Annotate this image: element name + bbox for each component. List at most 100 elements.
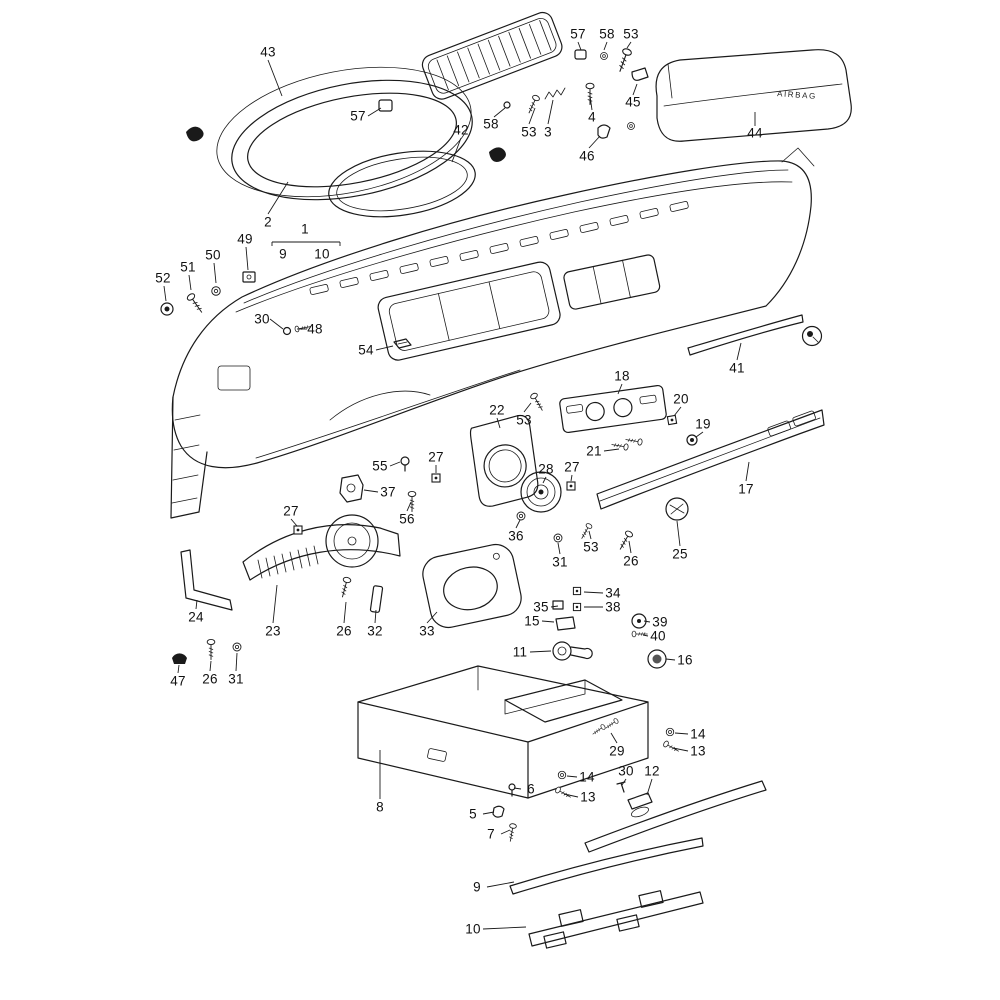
washer-36 <box>516 511 526 521</box>
part-label-31-59: 31 <box>228 671 244 687</box>
part-label-13-61: 13 <box>690 743 706 759</box>
side-vent-22 <box>469 414 539 507</box>
grommet-glyph <box>186 126 204 142</box>
part-label-57-0: 57 <box>570 26 586 42</box>
part-label-40-54: 40 <box>650 628 666 644</box>
part-label-13-67: 13 <box>580 789 596 805</box>
clip-27 <box>566 481 576 491</box>
part-label-34-44: 34 <box>605 585 621 601</box>
top-fasteners <box>378 47 649 139</box>
part-label-30-63: 30 <box>618 763 634 779</box>
part-label-17-35: 17 <box>738 481 754 497</box>
part-label-46-12: 46 <box>579 148 595 164</box>
switch-bezel-18 <box>559 384 698 451</box>
part-label-53-2: 53 <box>623 26 639 42</box>
part-label-10-17: 10 <box>314 246 330 262</box>
part-label-12-64: 12 <box>644 763 660 779</box>
grommet-glyph <box>489 147 506 162</box>
part-label-49-15: 49 <box>237 231 253 247</box>
part-label-39-49: 39 <box>652 614 668 630</box>
part-label-38-46: 38 <box>605 599 621 615</box>
part-label-52-20: 52 <box>155 270 171 286</box>
centre-vent-opening <box>563 254 661 310</box>
leader-lines <box>163 41 756 930</box>
glovebox-fasteners <box>492 717 681 843</box>
airbag-module <box>655 49 852 142</box>
part-label-56-38: 56 <box>399 511 415 527</box>
part-label-28-34: 28 <box>538 461 554 477</box>
part-label-1-14: 1 <box>301 221 309 237</box>
part-label-11-55: 11 <box>512 644 528 660</box>
instrument-surround-ring <box>186 66 473 201</box>
glove-box-8 <box>357 665 649 799</box>
part-label-18-25: 18 <box>614 368 630 384</box>
glovebox-lid-strip <box>584 780 767 853</box>
part-label-29-62: 29 <box>609 743 625 759</box>
side-trim-24 <box>180 549 233 611</box>
dashboard-body <box>170 147 815 519</box>
part-label-50-18: 50 <box>205 247 221 263</box>
part-label-58-1: 58 <box>599 26 615 42</box>
part-label-44-11: 44 <box>747 125 763 141</box>
part-label-32-52: 32 <box>367 623 383 639</box>
part-label-30-21: 30 <box>254 311 270 327</box>
part-label-25-41: 25 <box>672 546 688 562</box>
lower-panel-23 <box>242 514 401 581</box>
part-label-9-71: 9 <box>473 879 481 895</box>
part-label-53-28: 53 <box>516 412 532 428</box>
part-label-58-7: 58 <box>483 116 499 132</box>
bottom-left-fasteners <box>172 576 384 664</box>
part-label-48-22: 48 <box>307 321 323 337</box>
group-bracket-1 <box>271 241 341 246</box>
part-label-45-4: 45 <box>625 94 641 110</box>
speaker-28 <box>520 471 562 513</box>
left-pillar-section <box>170 365 251 519</box>
part-label-10-72: 10 <box>465 921 481 937</box>
part-label-31-43: 31 <box>552 554 568 570</box>
bracket-37 <box>339 474 364 503</box>
mounting-bracket-10 <box>528 890 704 949</box>
part-label-26-51: 26 <box>336 623 352 639</box>
part-label-27-33: 27 <box>564 459 580 475</box>
part-label-37-36: 37 <box>380 484 396 500</box>
defroster-grille <box>421 11 563 100</box>
part-label-42-8: 42 <box>453 122 469 138</box>
part-label-35-45: 35 <box>533 599 549 615</box>
part-label-41-24: 41 <box>729 360 745 376</box>
part-label-14-65: 14 <box>579 769 595 785</box>
clip-27 <box>293 525 303 535</box>
part-label-6-66: 6 <box>527 781 535 797</box>
part-label-2-13: 2 <box>264 214 272 230</box>
defroster-slots <box>309 201 689 295</box>
part-label-51-19: 51 <box>180 259 196 275</box>
sill-strip-9 <box>509 837 704 895</box>
part-label-19-29: 19 <box>695 416 711 432</box>
grommet-55 <box>400 456 410 472</box>
part-label-43-3: 43 <box>260 44 276 60</box>
part-label-53-40: 53 <box>583 539 599 555</box>
part-label-15-48: 15 <box>524 613 540 629</box>
trim-strip-41 <box>687 314 823 356</box>
part-label-53-9: 53 <box>521 124 537 140</box>
clock-surround-ring <box>328 147 506 218</box>
clip-27 <box>431 473 441 483</box>
part-label-5-69: 5 <box>469 806 477 822</box>
part-label-20-26: 20 <box>673 391 689 407</box>
part-label-3-10: 3 <box>544 124 552 140</box>
screw-56 <box>407 490 417 513</box>
part-label-23-50: 23 <box>265 623 281 639</box>
part-label-24-47: 24 <box>188 609 204 625</box>
part-label-33-53: 33 <box>419 623 435 639</box>
part-label-22-27: 22 <box>489 402 505 418</box>
part-label-57-6: 57 <box>350 108 366 124</box>
part-label-16-56: 16 <box>677 652 693 668</box>
topleft-fasteners <box>160 271 412 349</box>
part-label-8-68: 8 <box>376 799 384 815</box>
part-label-54-23: 54 <box>358 342 374 358</box>
cluster-opening <box>377 261 561 361</box>
screw-53 <box>529 391 546 413</box>
part-label-21-30: 21 <box>586 443 602 459</box>
part-label-26-42: 26 <box>623 553 639 569</box>
